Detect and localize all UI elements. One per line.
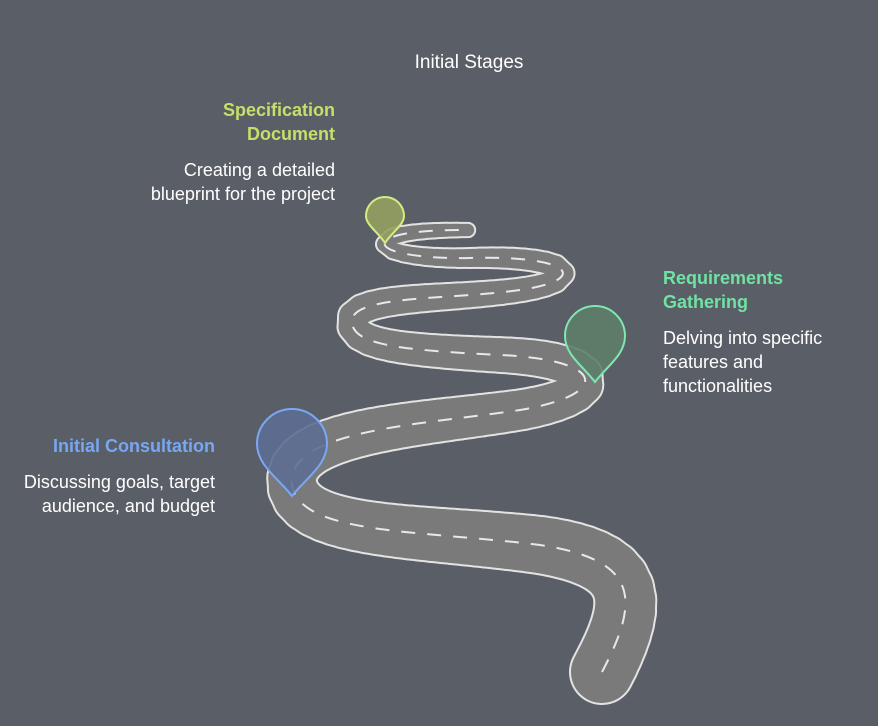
road-center-line	[290, 229, 627, 673]
location-pin-icon	[364, 196, 406, 245]
stage-description-specification: Creating a detailed blueprint for the pr…	[150, 160, 335, 204]
stage-title-specification: Specification Document	[222, 100, 335, 144]
stage-description-consultation: Discussing goals, target audience, and b…	[23, 472, 215, 516]
stage-title-consultation: Initial Consultation	[53, 436, 215, 456]
location-pin-icon	[563, 305, 627, 384]
diagram-title: Initial Stages	[414, 52, 524, 73]
stage-title-requirements: Requirements Gathering	[663, 268, 784, 312]
stage-description-requirements: Delving into specific features and funct…	[663, 328, 823, 396]
location-pin-icon	[255, 408, 329, 498]
